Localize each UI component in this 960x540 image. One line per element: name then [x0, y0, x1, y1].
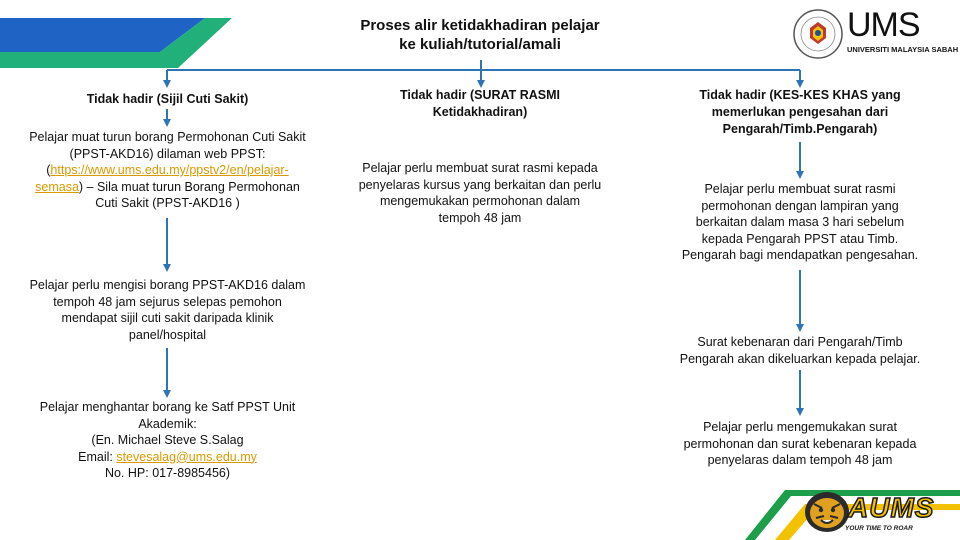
ppst-website-link-cont[interactable]: semasa — [35, 179, 79, 194]
col1-step3-line5: No. HP: 017-8985456) — [104, 466, 231, 480]
title-line-1: Proses alir ketidakhadiran pelajar — [360, 17, 600, 34]
col3-step1-line1: Pelajar perlu membuat surat rasmi — [704, 182, 896, 196]
col1-open-paren: ( — [46, 163, 51, 177]
page-title: Proses alir ketidakhadiran pelajar ke ku… — [300, 16, 660, 54]
col2-step1-line2: penyelaras kursus yang berkaitan dan per… — [358, 177, 602, 192]
col1-step1-link-row2: semasa) – Sila muat turun Borang Permoho… — [5, 179, 330, 196]
logo-subtitle: UNIVERSITI MALAYSIA SABAH — [847, 45, 959, 54]
ppst-website-link[interactable]: https://www.ums.edu.my/ppstv2/en/pelajar… — [50, 163, 289, 177]
col2-heading-line2: Ketidakhadiran) — [432, 105, 528, 119]
aums-badge: AUMS YOUR TIME TO ROAR — [745, 482, 960, 540]
col1-step3-line3: (En. Michael Steve S.Salag — [91, 433, 244, 447]
col3-step2-line1: Surat kebenaran dari Pengarah/Timb — [697, 335, 903, 349]
col3-step1: Pelajar perlu membuat surat rasmi permoh… — [650, 181, 950, 264]
col3-heading-line1: Tidak hadir (KES-KES KHAS yang — [699, 88, 901, 102]
col1-step3-line2: Akademik: — [138, 416, 197, 431]
col1-step3: Pelajar menghantar borang ke Satf PPST U… — [5, 399, 330, 482]
col3-step3-line1: Pelajar perlu mengemukakan surat — [703, 420, 897, 434]
col1-step1-link-row: (https://www.ums.edu.my/ppstv2/en/pelaja… — [5, 162, 330, 179]
col1-step2: Pelajar perlu mengisi borang PPST-AKD16 … — [5, 277, 330, 343]
col1-step1-line2: (PPST-AKD16) dilaman web PPST: — [69, 146, 266, 161]
col3-step3: Pelajar perlu mengemukakan surat permoho… — [650, 419, 950, 469]
col1-step2-line3: mendapat sijil cuti sakit daripada klini… — [61, 311, 274, 325]
col1-step2-line4: panel/hospital — [128, 327, 207, 342]
col3-step1-line5: Pengarah bagi mendapatkan pengesahan. — [681, 248, 919, 262]
col3-step3-line3: penyelaras dalam tempoh 48 jam — [707, 453, 893, 467]
col1-step3-email-row: Email: stevesalag@ums.edu.my — [5, 449, 330, 466]
col2-heading: Tidak hadir (SURAT RASMI Ketidakhadiran) — [345, 87, 615, 121]
col2-step1-line1: Pelajar perlu membuat surat rasmi kepada — [362, 161, 598, 175]
col3-step2-line2: Pengarah akan dikeluarkan kepada pelajar… — [679, 351, 921, 366]
email-link[interactable]: stevesalag@ums.edu.my — [116, 449, 257, 464]
col2-step1-line4: tempoh 48 jam — [438, 210, 522, 225]
col3-heading-line2: memerlukan pengesahan dari — [711, 105, 889, 119]
col1-heading: Tidak hadir (Sijil Cuti Sakit) — [86, 92, 249, 106]
col2-heading-line1: Tidak hadir (SURAT RASMI — [400, 88, 560, 102]
col3-step1-line4: kepada Pengarah PPST atau Timb. — [701, 231, 899, 246]
col3-step3-line2: permohonan dan surat kebenaran kepada — [683, 436, 917, 451]
col1-step2-line2: tempoh 48 jam sejurus selepas pemohon — [53, 294, 282, 309]
col3-heading: Tidak hadir (KES-KES KHAS yang memerluka… — [655, 87, 945, 138]
tiger-mascot-icon — [805, 492, 849, 532]
col2-step1: Pelajar perlu membuat surat rasmi kepada… — [330, 160, 630, 226]
col1-after-link: ) – Sila muat turun Borang Permohonan — [78, 179, 300, 194]
ums-logo: UMS UNIVERSITI MALAYSIA SABAH — [792, 6, 958, 60]
col3-step1-line3: berkaitan dalam masa 3 hari sebelum — [695, 215, 905, 229]
title-line-2: ke kuliah/tutorial/amali — [399, 36, 561, 53]
col3-step2: Surat kebenaran dari Pengarah/Timb Penga… — [650, 334, 950, 367]
col3-step1-line2: permohonan dengan lampiran yang — [701, 198, 899, 213]
logo-ums-text: UMS — [847, 6, 921, 44]
col1-step3-line1: Pelajar menghantar borang ke Satf PPST U… — [39, 400, 296, 414]
aums-badge-text: AUMS — [847, 491, 935, 524]
corner-bands — [0, 0, 232, 68]
col1-step1-line5: Cuti Sakit (PPST-AKD16 ) — [95, 196, 240, 210]
col3-heading-line3: Pengarah/Timb.Pengarah) — [722, 122, 878, 136]
email-label: Email: — [78, 449, 117, 464]
aums-badge-tagline: YOUR TIME TO ROAR — [845, 525, 913, 532]
col1-step1-line1: Pelajar muat turun borang Permohonan Cut… — [29, 130, 306, 144]
col1-step2-line1: Pelajar perlu mengisi borang PPST-AKD16 … — [29, 278, 306, 292]
col1-step1: Pelajar muat turun borang Permohonan Cut… — [5, 129, 330, 212]
blue-band — [0, 18, 205, 52]
ums-crest-icon — [793, 9, 843, 59]
col2-step1-line3: mengemukakan permohonan dalam — [379, 194, 581, 208]
